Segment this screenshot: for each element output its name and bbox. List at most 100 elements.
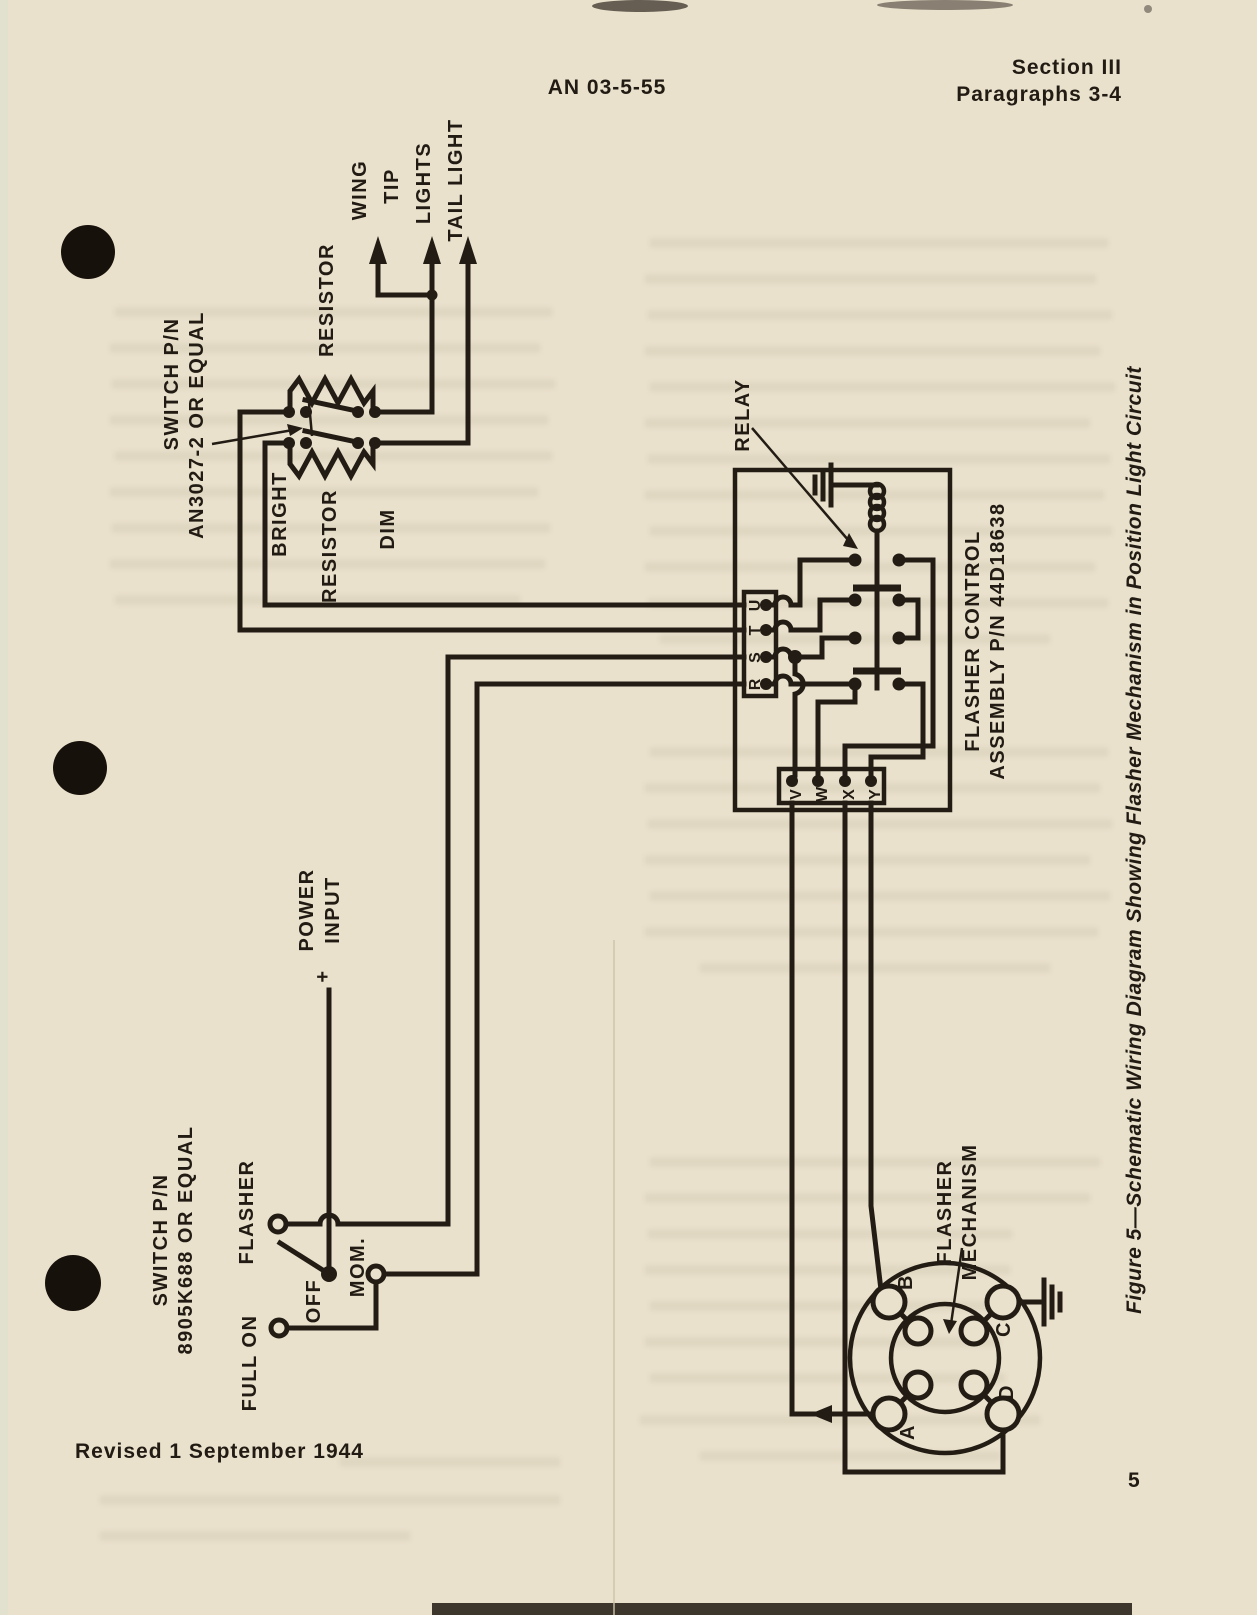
- terminal-letter-V: V: [788, 788, 805, 800]
- wire-S-to-flasher-contact: [445, 654, 747, 1227]
- terminal-letter-W: W: [814, 786, 831, 802]
- mechanism-inner-circle: [888, 1301, 1002, 1415]
- punch-hole-bottom: [45, 1255, 101, 1311]
- wire-R-to-mom-contact: [381, 681, 747, 1277]
- terminal-letter-R: R: [747, 678, 764, 691]
- label-dimmer-switch-pn-1: SWITCH P/N: [161, 318, 183, 451]
- revision-date: Revised 1 September 1944: [75, 1440, 364, 1463]
- label-flasher-control-2: ASSEMBLY P/N 44D18638: [987, 502, 1009, 779]
- label-flasher-mechanism-2: MECHANISM: [959, 1144, 981, 1281]
- arrowhead-A-wire: [810, 1405, 832, 1423]
- punch-hole-middle: [53, 741, 107, 795]
- wire-R-internal: [763, 673, 852, 687]
- mechanism-label-arrowhead: [943, 1319, 957, 1334]
- label-full-on-position: FULL ON: [239, 1315, 261, 1412]
- label-lights: LIGHTS: [413, 142, 435, 224]
- wire-S-to-V-hop: [792, 654, 806, 778]
- label-selector-switch-pn-1: SWITCH P/N: [150, 1174, 172, 1307]
- bottom-scan-band: [432, 1603, 1132, 1615]
- doc-number: AN 03-5-55: [548, 76, 667, 99]
- mech-terminal-letter-B: B: [895, 1274, 917, 1290]
- label-resistor-top: RESISTOR: [316, 243, 338, 357]
- relay-label-arrow: [751, 427, 850, 542]
- wire-fullon-to-mom: [284, 1279, 379, 1331]
- terminal-letter-S: S: [747, 651, 764, 663]
- left-edge-strip: [0, 0, 8, 1615]
- label-flasher-control-1: FLASHER CONTROL: [962, 530, 984, 751]
- wire-Y-to-B: [868, 800, 884, 1293]
- terminal-full-on: [268, 1317, 290, 1339]
- terminal-D-outer: [984, 1395, 1022, 1433]
- terminal-letter-T: T: [747, 625, 764, 636]
- arrowhead-wing-1: [369, 236, 387, 264]
- wire-pole1-to-T: [237, 409, 747, 633]
- terminal-C-outer: [984, 1283, 1022, 1321]
- mech-terminal-letter-D: D: [996, 1384, 1018, 1400]
- label-flasher-mechanism-1: FLASHER: [934, 1160, 956, 1265]
- wire-contact-to-Y: [868, 681, 926, 778]
- dimmer-label-arrow: [211, 428, 294, 446]
- mech-terminal-letter-C: C: [993, 1321, 1015, 1337]
- punch-hole-top: [61, 225, 115, 279]
- junction-wing-lights: [426, 289, 438, 301]
- label-dimmer-switch-pn-2: AN3027-2 OR EQUAL: [186, 311, 208, 539]
- terminal-B-outer: [870, 1283, 908, 1321]
- selector-blade: [276, 1239, 333, 1278]
- switch-blade-2: [302, 428, 360, 445]
- top-speck: [1144, 5, 1152, 13]
- top-smudge-left: [592, 0, 688, 12]
- section-heading: Section III: [1012, 56, 1122, 79]
- label-flasher-position: FLASHER: [236, 1160, 258, 1265]
- ground-symbol-relay: [812, 462, 834, 508]
- label-wing: WING: [349, 160, 371, 220]
- paragraphs-heading: Paragraphs 3-4: [956, 83, 1122, 106]
- terminal-A-outer: [870, 1395, 908, 1433]
- terminal-letter-U: U: [747, 599, 764, 612]
- terminal-mom: [365, 1263, 387, 1285]
- ground-symbol-mechanism: [1041, 1277, 1063, 1327]
- terminal-letter-X: X: [841, 788, 858, 800]
- wire-contact-to-W: [815, 687, 858, 778]
- mechanism-label-arrow: [949, 1247, 964, 1325]
- wire-U-internal: [763, 557, 852, 608]
- wire-contact-link: [902, 597, 921, 641]
- label-selector-switch-pn-2: 8905K688 OR EQUAL: [175, 1126, 197, 1355]
- arrowhead-wing-2: [423, 236, 441, 264]
- label-power: POWER: [296, 868, 318, 951]
- label-relay: RELAY: [732, 378, 754, 451]
- label-off-position: OFF: [303, 1279, 325, 1324]
- label-resistor-bottom: RESISTOR: [319, 489, 341, 603]
- label-power-polarity: +: [312, 969, 334, 982]
- terminal-strip-vwxy: [776, 766, 887, 806]
- terminal-C-inner: [958, 1315, 990, 1347]
- terminal-letter-Y: Y: [867, 788, 884, 800]
- relay-label-arrowhead: [843, 533, 858, 549]
- wire-X-to-D: [842, 800, 1006, 1475]
- resistor-top-element: [287, 373, 376, 415]
- page-number: 5: [1128, 1469, 1141, 1492]
- label-dim: DIM: [377, 508, 399, 549]
- schematic-wiring: [211, 236, 1063, 1475]
- terminal-flasher: [267, 1213, 289, 1235]
- label-bright: BRIGHT: [269, 471, 291, 557]
- switch-mechanical-link: [307, 402, 314, 437]
- wire-pole2-to-U: [262, 440, 747, 608]
- mechanism-outer-circle: [847, 1260, 1043, 1456]
- wire-flasher-position: [283, 1212, 451, 1227]
- terminal-D-inner: [958, 1369, 990, 1401]
- label-tail-light: TAIL LIGHT: [445, 118, 467, 241]
- wire-T-internal: [763, 597, 852, 633]
- label-input: INPUT: [322, 876, 344, 944]
- label-mom-position: MOM.: [347, 1237, 369, 1297]
- resistor-bottom-element: [287, 440, 376, 482]
- top-smudge-right: [877, 0, 1013, 10]
- arrowhead-tail: [459, 236, 477, 264]
- figure-caption: Figure 5—Schematic Wiring Diagram Showin…: [1123, 366, 1146, 1314]
- mechanism-terminal-links: [885, 1298, 1007, 1418]
- schematic-labels: WING TIP LIGHTS TAIL LIGHT RESISTOR BRIG…: [150, 118, 1018, 1440]
- terminal-A-inner: [902, 1369, 934, 1401]
- wire-contact-to-X: [842, 557, 936, 778]
